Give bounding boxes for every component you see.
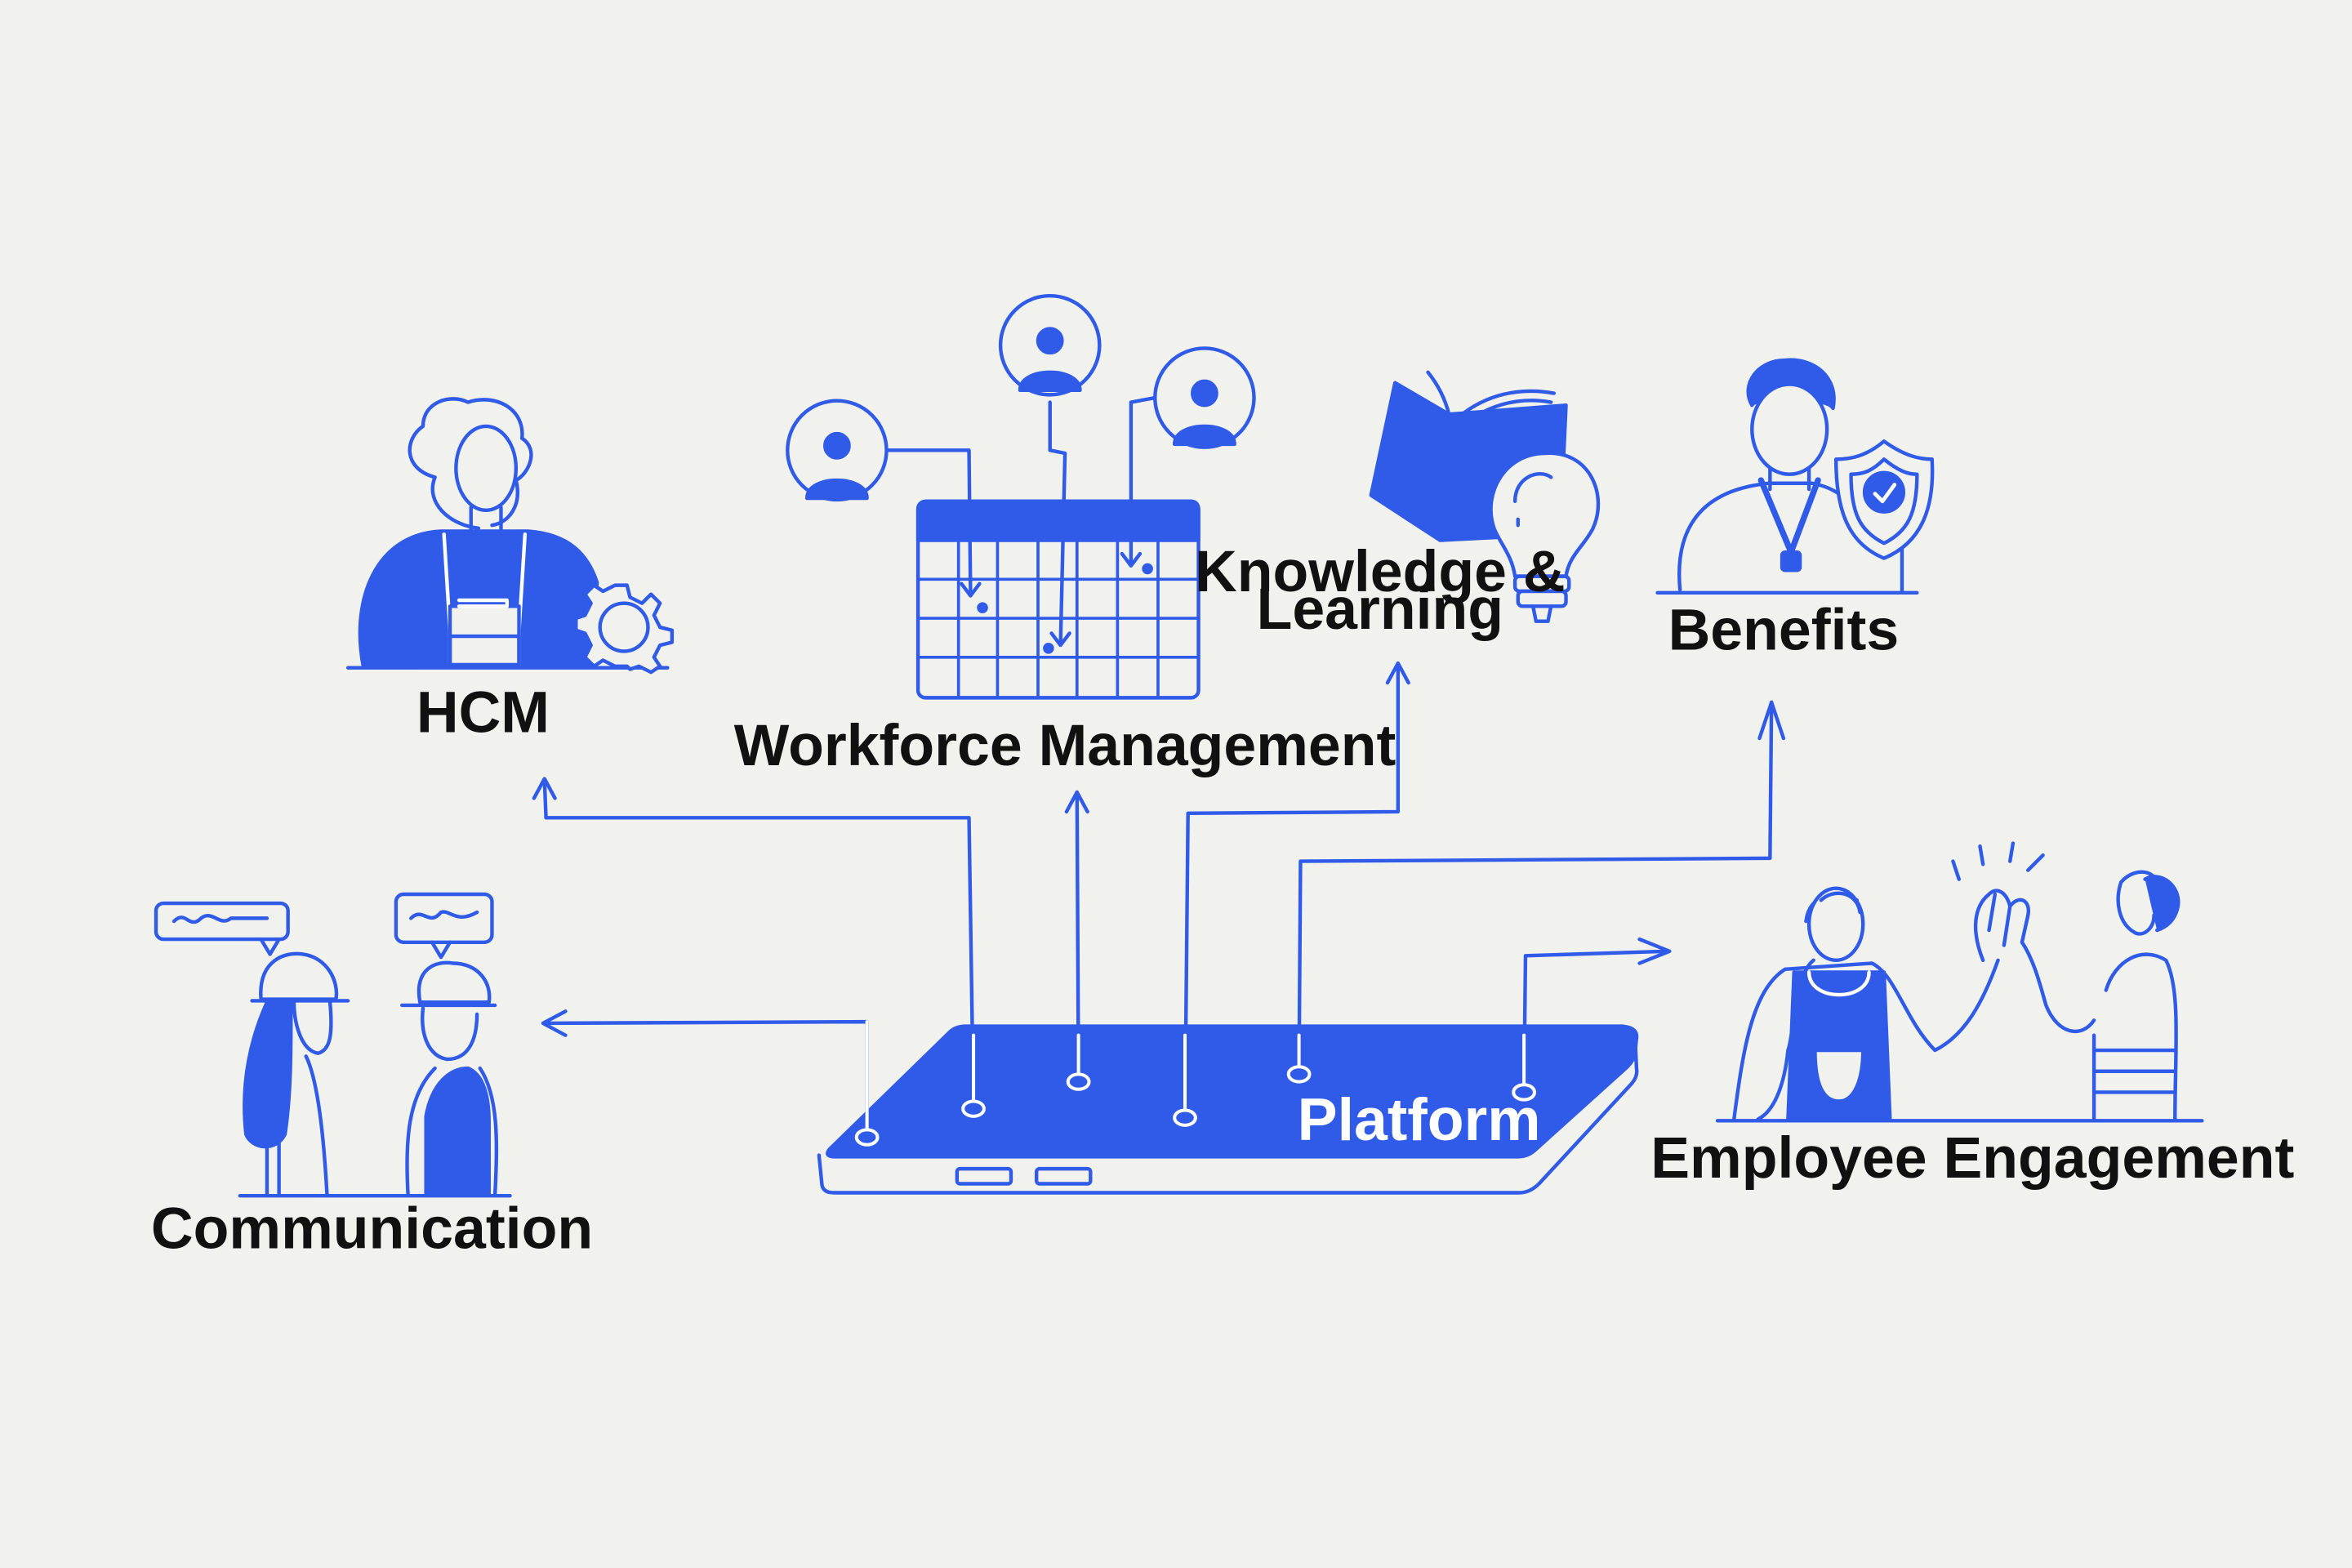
person-avatar-icon <box>998 293 1102 397</box>
connector-hcm <box>532 777 976 1110</box>
hcm-label: HCM <box>416 680 550 746</box>
person-with-shield-icon <box>1655 358 1935 595</box>
platform-label: Platform <box>1298 1085 1541 1153</box>
two-workers-talking-icon <box>154 892 512 1198</box>
knowledge-label-line1: Knowledge & <box>1195 539 1566 604</box>
employee-engagement-label: Employee Engagement <box>1650 1125 2294 1191</box>
connector-knowledge <box>1183 661 1410 1119</box>
connector-communication <box>541 1009 869 1138</box>
platform-device-icon <box>817 1020 1639 1195</box>
high-five-icon <box>1715 841 2204 1123</box>
connector-benefits <box>1297 700 1786 1075</box>
calendar-with-people-icon <box>786 293 1256 700</box>
knowledge-label-line2: Learning <box>1257 577 1503 642</box>
person-avatar-icon <box>786 399 889 502</box>
communication-label: Communication <box>151 1196 593 1261</box>
book-and-lightbulb-icon <box>1369 370 1601 623</box>
benefits-label: Benefits <box>1668 598 1900 663</box>
gear-icon <box>574 583 675 675</box>
workforce-management-label: Workforce Management <box>734 713 1396 778</box>
person-avatar-icon <box>1153 346 1256 449</box>
worker-with-gear-icon <box>345 397 675 675</box>
